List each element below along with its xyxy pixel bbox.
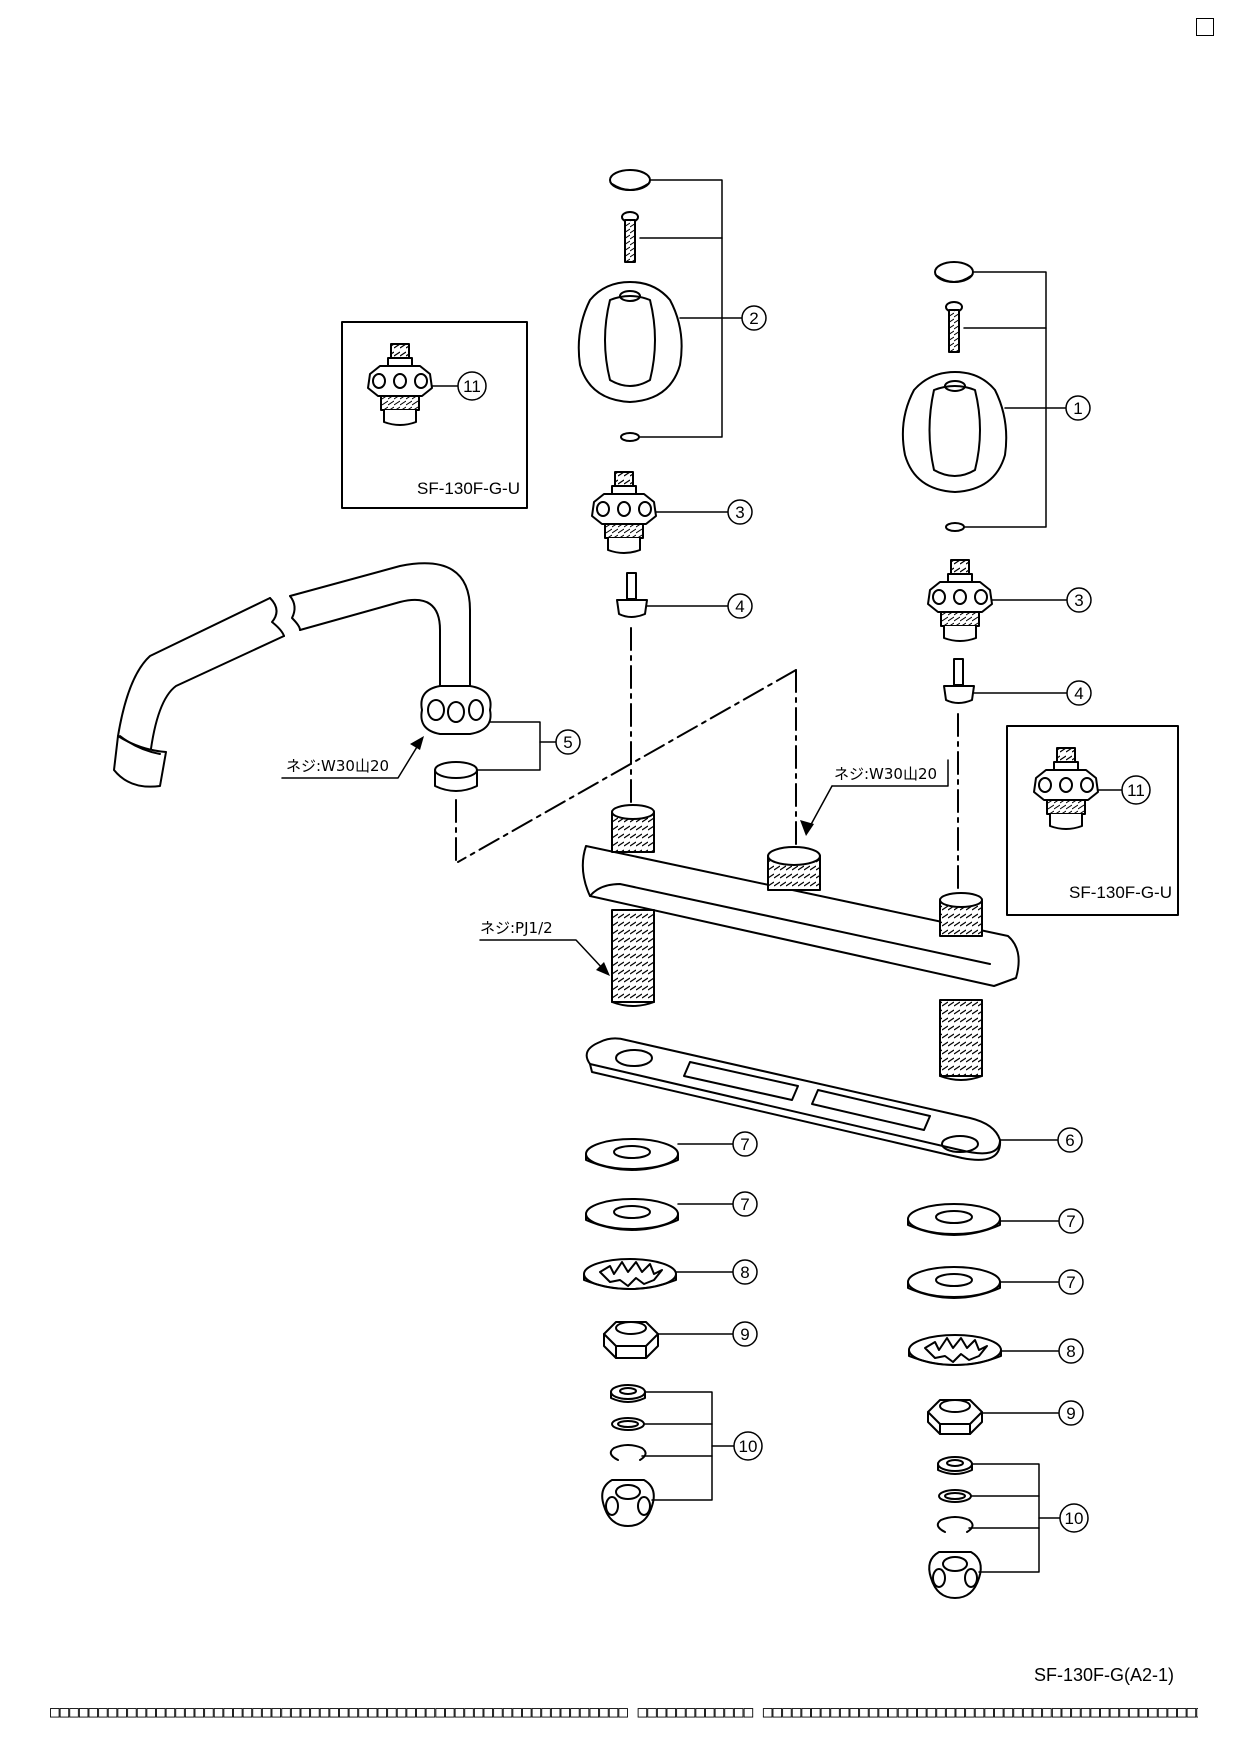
callout-5-text: 5 xyxy=(563,733,572,752)
callout-3a-text: 3 xyxy=(735,503,744,522)
spout-nut xyxy=(420,685,492,735)
callout-11-right: 11 xyxy=(1121,775,1151,805)
washer-7-r1 xyxy=(907,1203,1001,1236)
washer-7-l2 xyxy=(585,1198,679,1231)
callout-8-right: 8 xyxy=(1058,1338,1084,1364)
cartridge-left xyxy=(591,471,657,554)
handle-left xyxy=(577,281,683,403)
callout-6: 6 xyxy=(1057,1127,1083,1153)
hex-nut-right xyxy=(927,1399,983,1435)
inset-label-right: SF-130F-G-U xyxy=(1069,883,1172,902)
spout xyxy=(113,562,492,788)
callout-6-text: 6 xyxy=(1065,1131,1074,1150)
callout-9-left: 9 xyxy=(732,1321,758,1347)
callout-10b-text: 10 xyxy=(1065,1509,1084,1528)
callout-7b-text: 7 xyxy=(740,1195,749,1214)
callout-9b-text: 9 xyxy=(1066,1404,1075,1423)
callout-7c-text: 7 xyxy=(1066,1212,1075,1231)
callout-7d-text: 7 xyxy=(1066,1273,1075,1292)
washer-7-r2 xyxy=(907,1266,1001,1299)
callout-10-right: 10 xyxy=(1059,1503,1089,1533)
spout-washer xyxy=(434,761,478,792)
lock-washer-left xyxy=(583,1258,677,1290)
faucet-body xyxy=(581,804,1020,1081)
axis-spout xyxy=(457,669,797,863)
callout-7-r2: 7 xyxy=(1058,1269,1084,1295)
lock-washer-right xyxy=(908,1334,1002,1366)
callout-2: 2 xyxy=(741,305,767,331)
callout-10-left: 10 xyxy=(733,1431,763,1461)
callout-2-text: 2 xyxy=(749,309,758,328)
callout-1: 1 xyxy=(1065,395,1091,421)
inset-box-left xyxy=(341,321,528,509)
thread-label-shank: ネジ:PJ1/2 xyxy=(480,919,553,937)
callout-5: 5 xyxy=(555,729,581,755)
corner-mark xyxy=(1196,18,1214,36)
inset-label-left: SF-130F-G-U xyxy=(417,479,520,498)
callout-9a-text: 9 xyxy=(740,1325,749,1344)
connector-set-right xyxy=(928,1456,982,1599)
spindle-right xyxy=(943,658,975,704)
screw-left xyxy=(621,211,639,263)
callout-8-left: 8 xyxy=(732,1259,758,1285)
callout-7-r1: 7 xyxy=(1058,1208,1084,1234)
inset-box-right xyxy=(1006,725,1179,916)
callout-4b-text: 4 xyxy=(1074,684,1083,703)
callout-7a-text: 7 xyxy=(740,1135,749,1154)
cartridge-inset-right xyxy=(1033,747,1099,830)
callout-11b-text: 11 xyxy=(1127,781,1145,800)
callout-8b-text: 8 xyxy=(1066,1342,1075,1361)
cartridge-right xyxy=(927,559,993,642)
callout-3-right: 3 xyxy=(1066,587,1092,613)
thread-label-center: ネジ:W30山20 xyxy=(834,765,937,783)
callout-9-right: 9 xyxy=(1058,1400,1084,1426)
thread-label-spout: ネジ:W30山20 xyxy=(286,757,389,775)
washer-7-l1 xyxy=(585,1138,679,1171)
callout-3b-text: 3 xyxy=(1074,591,1083,610)
callout-4-right: 4 xyxy=(1066,680,1092,706)
callout-11a-text: 11 xyxy=(463,377,481,396)
o-ring-left xyxy=(620,432,640,442)
callout-3-left: 3 xyxy=(727,499,753,525)
callout-10a-text: 10 xyxy=(739,1437,758,1456)
callout-1-text: 1 xyxy=(1073,399,1082,418)
hex-nut-left xyxy=(603,1321,659,1359)
callout-11-left: 11 xyxy=(457,371,487,401)
screw-right xyxy=(945,301,963,353)
document-code: SF-130F-G(A2-1) xyxy=(1033,1665,1174,1685)
callout-4-left: 4 xyxy=(727,593,753,619)
spindle-left xyxy=(616,572,648,618)
cartridge-inset-left xyxy=(367,343,433,426)
footer-text: □□□□□□□□□□□□□□□□□□□□□□□□□□□□□□□□□□□□□□□□… xyxy=(50,1702,1198,1721)
callout-7-l2: 7 xyxy=(732,1191,758,1217)
callout-4a-text: 4 xyxy=(735,597,744,616)
o-ring-right xyxy=(945,522,965,532)
callout-7-l1: 7 xyxy=(732,1131,758,1157)
callout-8a-text: 8 xyxy=(740,1263,749,1282)
handle-right xyxy=(901,371,1008,493)
